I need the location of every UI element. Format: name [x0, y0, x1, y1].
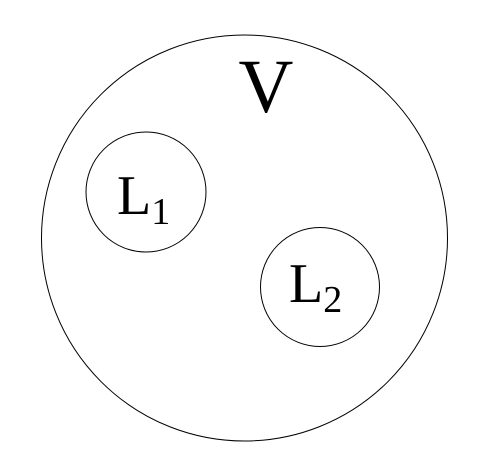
inner-set-2-label: L2	[289, 253, 342, 321]
inner-set-1-circle	[85, 131, 207, 253]
inner-set-1-label: L1	[117, 165, 170, 233]
outer-set-circle	[41, 34, 448, 442]
inner-set-1-label-subscript: 1	[151, 191, 170, 233]
inner-set-2-label-main: L	[289, 253, 323, 315]
inner-set-2-circle	[260, 227, 380, 347]
inner-set-2-label-subscript: 2	[323, 279, 342, 321]
inner-set-1-label-main: L	[117, 165, 151, 227]
outer-set-label: V	[239, 45, 294, 129]
